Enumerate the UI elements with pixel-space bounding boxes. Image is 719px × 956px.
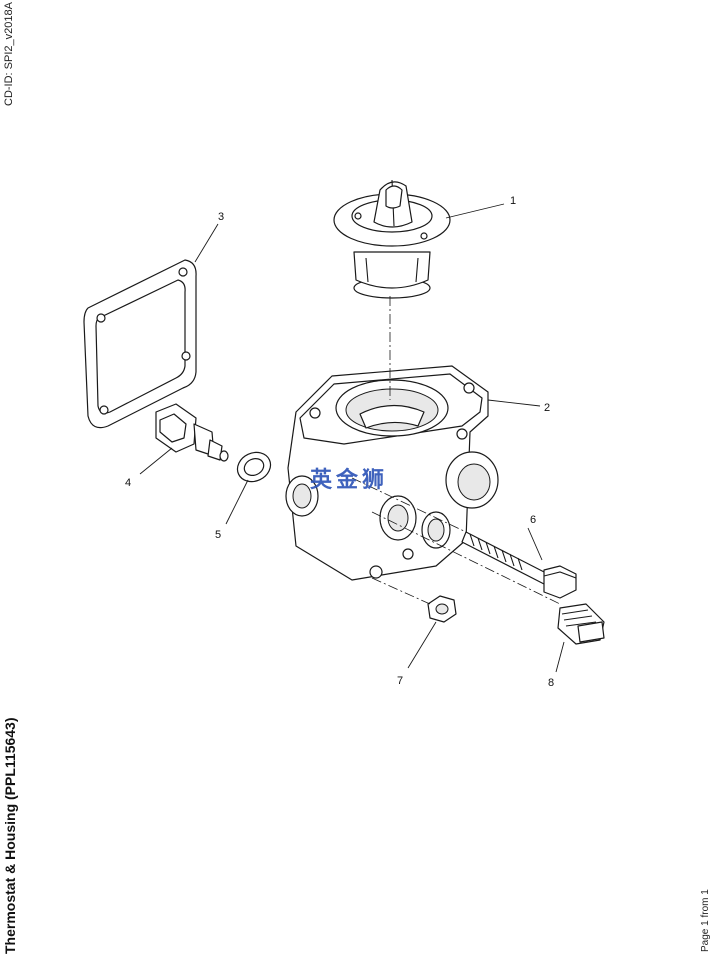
callout-2: 2 [544, 402, 550, 414]
callout-1: 1 [510, 195, 516, 207]
temperature-sensor-part[interactable] [155, 403, 229, 462]
sealing-washer-part[interactable] [233, 447, 276, 487]
watermark-text: 英金狮 [310, 468, 389, 493]
callout-7: 7 [397, 675, 403, 687]
bolt-part[interactable] [461, 531, 577, 599]
plug-part[interactable] [557, 603, 605, 645]
callout-4: 4 [125, 477, 131, 489]
thermostat-part[interactable] [333, 179, 451, 299]
thermostat-housing-part[interactable] [285, 365, 499, 581]
callout-5: 5 [215, 529, 221, 541]
gasket-part[interactable] [83, 259, 197, 429]
callout-3: 3 [218, 211, 224, 223]
nut-part[interactable] [427, 595, 457, 623]
callout-6: 6 [530, 514, 536, 526]
callout-8: 8 [548, 677, 554, 689]
